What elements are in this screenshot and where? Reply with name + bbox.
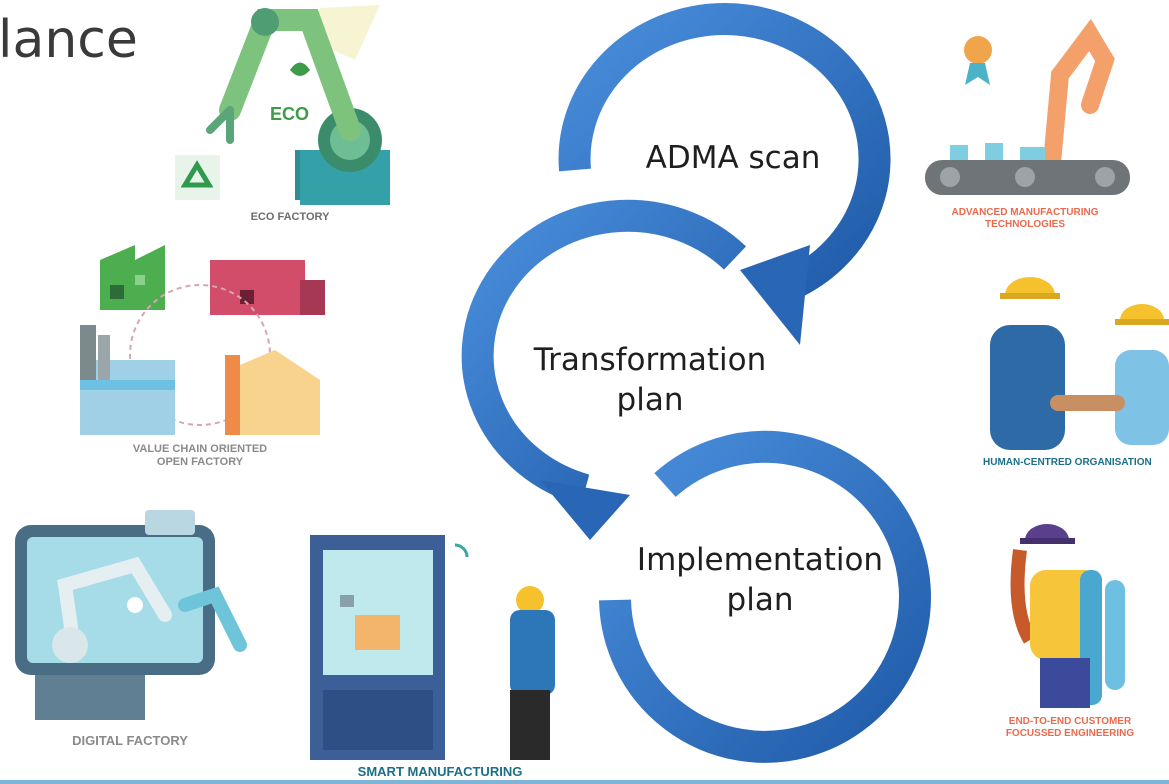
value-chain-illustration xyxy=(80,245,325,435)
cycle-step-2-label: Transformation plan xyxy=(520,340,780,420)
cycle-step-2-line2: plan xyxy=(616,382,684,418)
caption-e2e-line1: END-TO-END CUSTOMER xyxy=(1008,716,1132,727)
cycle-diagram xyxy=(461,3,931,763)
cycle-step-3-line1: Implementation xyxy=(636,542,884,578)
cycle-step-3-label: Implementation plan xyxy=(625,540,895,620)
caption-advanced-mfg: ADVANCED MANUFACTURING TECHNOLOGIES xyxy=(930,207,1120,231)
caption-e2e-engineering: END-TO-END CUSTOMER FOCUSSED ENGINEERING xyxy=(975,716,1165,740)
cycle-arrow-1 xyxy=(558,3,891,345)
footer-accent-bar xyxy=(0,780,1169,784)
cycle-arrow-3 xyxy=(599,430,931,763)
cycle-arrow-2 xyxy=(461,199,747,540)
caption-value-chain: VALUE CHAIN ORIENTED OPEN FACTORY xyxy=(105,443,295,469)
e2e-engineering-illustration xyxy=(1010,524,1125,708)
caption-e2e-line2: FOCUSSED ENGINEERING xyxy=(1005,728,1135,739)
human-centred-illustration xyxy=(990,277,1169,450)
smart-manufacturing-illustration xyxy=(310,535,555,760)
caption-human-centred: HUMAN-CENTRED ORGANISATION xyxy=(983,457,1152,468)
digital-factory-illustration xyxy=(15,510,247,720)
slide-title: lance xyxy=(0,10,138,70)
cycle-step-2-line1: Transformation xyxy=(533,342,767,378)
caption-eco-factory: ECO FACTORY xyxy=(250,211,330,223)
advanced-mfg-illustration xyxy=(925,18,1130,195)
caption-advanced-mfg-line2: TECHNOLOGIES xyxy=(984,219,1065,230)
eco-badge-text: ECO xyxy=(270,104,309,124)
cycle-step-3-line2: plan xyxy=(726,582,794,618)
caption-digital-factory: DIGITAL FACTORY xyxy=(72,733,188,748)
eco-factory-illustration: ECO xyxy=(175,5,390,205)
caption-value-chain-line1: VALUE CHAIN ORIENTED xyxy=(132,443,268,455)
caption-value-chain-line2: OPEN FACTORY xyxy=(156,456,244,468)
cycle-step-1-label: ADMA scan xyxy=(645,140,821,176)
caption-smart-manufacturing: SMART MANUFACTURING xyxy=(357,764,523,779)
caption-advanced-mfg-line1: ADVANCED MANUFACTURING xyxy=(951,207,1099,218)
